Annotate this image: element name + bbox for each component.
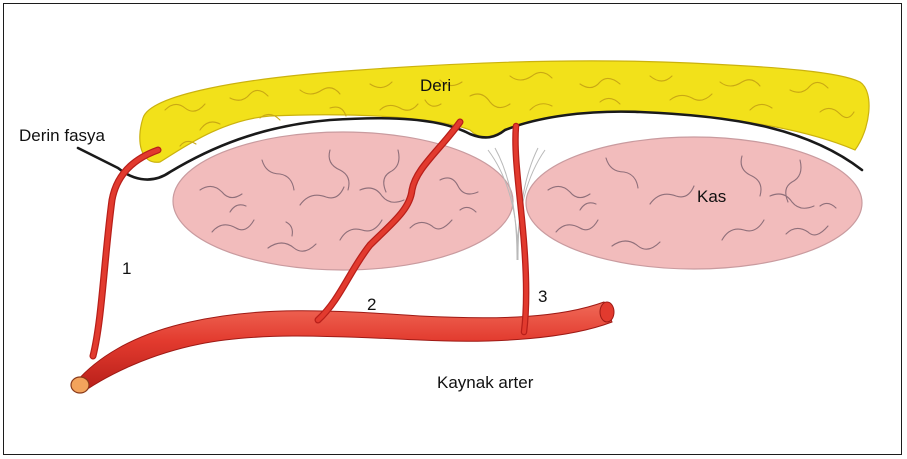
source-artery-label: Kaynak arter (437, 374, 533, 391)
muscle-right (526, 137, 862, 269)
muscle-label: Kas (697, 188, 726, 205)
vessel-3-label: 3 (538, 288, 547, 305)
vessel-1-label: 1 (122, 260, 131, 277)
vessel-2-label: 2 (367, 296, 376, 313)
artery-lumen (71, 377, 89, 393)
artery-end (600, 302, 614, 322)
muscle-left (173, 132, 513, 270)
skin-label: Deri (420, 77, 451, 94)
deep-fascia-label: Derin fasya (19, 127, 105, 144)
vessel-1 (93, 150, 158, 356)
